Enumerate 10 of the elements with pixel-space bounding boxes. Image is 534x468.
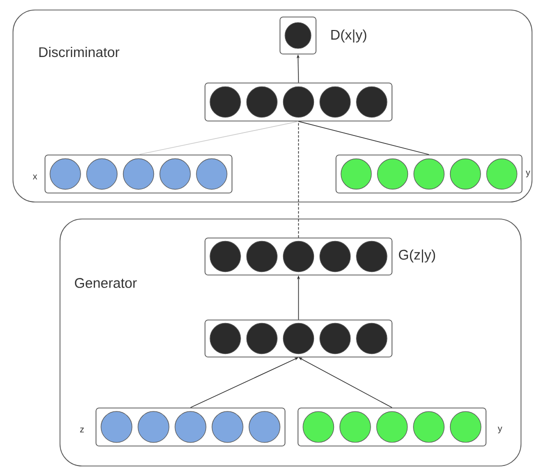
layer-box bbox=[204, 82, 392, 122]
input-label: x bbox=[32, 174, 38, 180]
output-label: D(x|y) bbox=[331, 29, 366, 43]
input-label: y bbox=[498, 426, 502, 434]
layer-box bbox=[204, 320, 392, 358]
input-label: z bbox=[80, 428, 84, 432]
output-label: G(z|y) bbox=[398, 249, 436, 263]
input-label: y bbox=[526, 170, 530, 178]
panel-title: Generator bbox=[74, 278, 137, 288]
panel-title: Discriminator bbox=[39, 46, 120, 58]
